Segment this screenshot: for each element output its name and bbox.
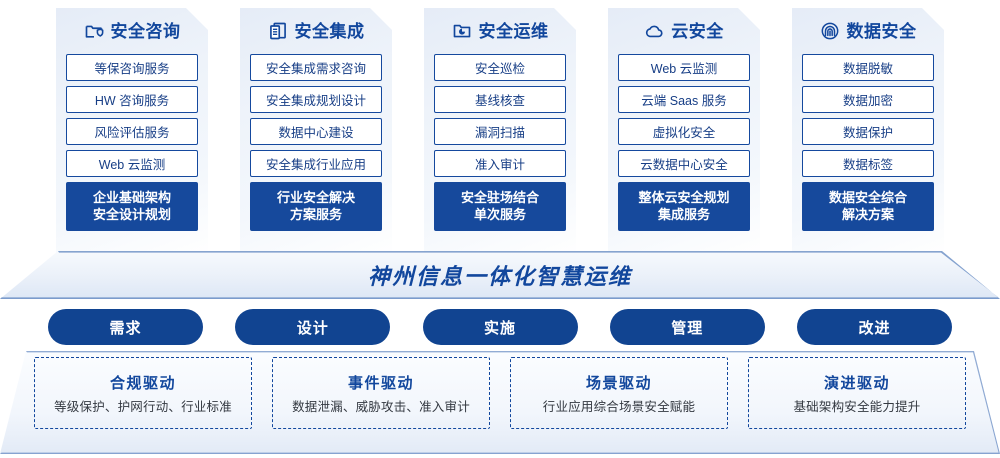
- phase-pill-design[interactable]: 设计: [235, 309, 391, 345]
- service-cards-row: 安全咨询 等保咨询服务 HW 咨询服务 风险评估服务 Web 云监测 企业基础架…: [0, 8, 1000, 256]
- drivers-shape: [0, 351, 1000, 454]
- service-item[interactable]: 基线核查: [434, 86, 566, 113]
- driver-title: 演进驱动: [823, 374, 890, 392]
- driver-subtitle: 行业应用综合场景安全赋能: [542, 399, 696, 414]
- platform-banner: 神州信息一体化智慧运维: [0, 251, 1000, 299]
- folder-chart-icon: [452, 21, 472, 41]
- service-item[interactable]: 数据脱敏: [802, 54, 934, 81]
- card-footer-line: 安全设计规划: [92, 207, 171, 222]
- service-item[interactable]: Web 云监测: [66, 150, 198, 177]
- service-item[interactable]: Web 云监测: [618, 54, 750, 81]
- card-footer-highlight[interactable]: 企业基础架构 安全设计规划: [66, 182, 198, 231]
- card-header: 安全咨询: [66, 8, 198, 54]
- phase-pill-demand[interactable]: 需求: [48, 309, 203, 345]
- driver-card-incident[interactable]: 事件驱动 数据泄漏、威胁攻击、准入审计: [272, 357, 490, 429]
- service-card-security-consulting[interactable]: 安全咨询 等保咨询服务 HW 咨询服务 风险评估服务 Web 云监测 企业基础架…: [56, 8, 208, 256]
- card-title: 安全集成: [294, 21, 365, 41]
- drivers-row: 合规驱动 等级保护、护网行动、行业标准 事件驱动 数据泄漏、威胁攻击、准入审计 …: [0, 357, 1000, 437]
- fingerprint-icon: [820, 21, 840, 41]
- service-item[interactable]: 安全集成规划设计: [250, 86, 382, 113]
- driver-card-evolution[interactable]: 演进驱动 基础架构安全能力提升: [748, 357, 966, 429]
- card-footer-line: 整体云安全规划: [638, 190, 730, 205]
- card-footer-highlight[interactable]: 安全驻场结合 单次服务: [434, 182, 566, 231]
- card-header: 安全集成: [250, 8, 382, 54]
- service-card-data-security[interactable]: 数据安全 数据脱敏 数据加密 数据保护 数据标签 数据安全综合 解决方案: [792, 8, 944, 256]
- service-item[interactable]: 安全巡检: [434, 54, 566, 81]
- driver-card-scenario[interactable]: 场景驱动 行业应用综合场景安全赋能: [510, 357, 728, 429]
- card-footer-line: 安全驻场结合: [460, 190, 539, 205]
- card-footer-line: 单次服务: [473, 207, 526, 222]
- documents-copy-icon: [268, 21, 288, 41]
- card-title: 安全运维: [478, 21, 549, 41]
- service-item[interactable]: 数据标签: [802, 150, 934, 177]
- service-item[interactable]: HW 咨询服务: [66, 86, 198, 113]
- phase-pills-row: 需求 设计 实施 管理 改进: [0, 309, 1000, 347]
- service-item[interactable]: 数据加密: [802, 86, 934, 113]
- driver-card-compliance[interactable]: 合规驱动 等级保护、护网行动、行业标准: [34, 357, 252, 429]
- service-item[interactable]: 风险评估服务: [66, 118, 198, 145]
- card-footer-line: 行业安全解决: [276, 190, 355, 205]
- service-item[interactable]: 云数据中心安全: [618, 150, 750, 177]
- card-title: 数据安全: [846, 21, 917, 41]
- banner-shape: [0, 251, 1000, 299]
- card-header: 安全运维: [434, 8, 566, 54]
- service-item[interactable]: 虚拟化安全: [618, 118, 750, 145]
- phase-pill-improvement[interactable]: 改进: [797, 309, 952, 345]
- banner-title: 神州信息一体化智慧运维: [367, 264, 632, 289]
- drivers-section: 合规驱动 等级保护、护网行动、行业标准 事件驱动 数据泄漏、威胁攻击、准入审计 …: [0, 351, 1000, 454]
- service-item[interactable]: 准入审计: [434, 150, 566, 177]
- card-header: 数据安全: [802, 8, 934, 54]
- card-footer-line: 解决方案: [841, 207, 894, 222]
- service-item[interactable]: 数据保护: [802, 118, 934, 145]
- service-item[interactable]: 漏洞扫描: [434, 118, 566, 145]
- driver-subtitle: 基础架构安全能力提升: [793, 399, 921, 414]
- phase-pill-implementation[interactable]: 实施: [422, 309, 578, 345]
- service-item[interactable]: 云端 Saas 服务: [618, 86, 750, 113]
- driver-subtitle: 数据泄漏、威胁攻击、准入审计: [292, 399, 470, 414]
- driver-title: 场景驱动: [585, 374, 652, 392]
- card-footer-highlight[interactable]: 数据安全综合 解决方案: [802, 182, 934, 231]
- service-card-security-operations[interactable]: 安全运维 安全巡检 基线核查 漏洞扫描 准入审计 安全驻场结合 单次服务: [424, 8, 576, 256]
- service-item[interactable]: 等保咨询服务: [66, 54, 198, 81]
- driver-subtitle: 等级保护、护网行动、行业标准: [54, 399, 232, 414]
- card-title: 云安全: [671, 21, 724, 41]
- service-card-security-integration[interactable]: 安全集成 安全集成需求咨询 安全集成规划设计 数据中心建设 安全集成行业应用 行…: [240, 8, 392, 256]
- service-item[interactable]: 安全集成行业应用: [250, 150, 382, 177]
- card-footer-highlight[interactable]: 整体云安全规划 集成服务: [618, 182, 750, 231]
- service-item[interactable]: 安全集成需求咨询: [250, 54, 382, 81]
- card-footer-line: 方案服务: [289, 207, 342, 222]
- card-footer-line: 数据安全综合: [828, 190, 907, 205]
- folder-shield-icon: [84, 21, 104, 41]
- card-header: 云安全: [618, 8, 750, 54]
- driver-title: 合规驱动: [109, 374, 176, 392]
- card-footer-highlight[interactable]: 行业安全解决 方案服务: [250, 182, 382, 231]
- card-footer-line: 集成服务: [657, 207, 710, 222]
- card-title: 安全咨询: [110, 21, 181, 41]
- card-footer-line: 企业基础架构: [92, 190, 171, 205]
- phase-pill-management[interactable]: 管理: [609, 309, 765, 345]
- service-item[interactable]: 数据中心建设: [250, 118, 382, 145]
- service-card-cloud-security[interactable]: 云安全 Web 云监测 云端 Saas 服务 虚拟化安全 云数据中心安全 整体云…: [608, 8, 760, 256]
- cloud-icon: [644, 21, 664, 41]
- driver-title: 事件驱动: [347, 374, 414, 392]
